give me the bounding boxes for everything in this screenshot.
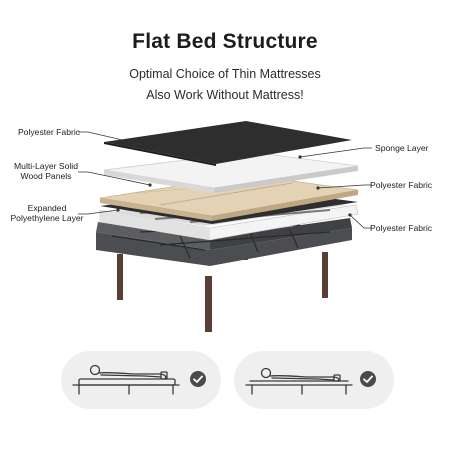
label-polyester-fabric-bottom: Polyester Fabric: [370, 223, 432, 233]
subtitle-line-2: Also Work Without Mattress!: [146, 88, 304, 102]
check-icon: [190, 371, 206, 387]
label-line-1: Expanded: [27, 203, 67, 213]
label-text: Polyester Fabric: [370, 180, 433, 190]
label-text: Sponge Layer: [375, 143, 429, 153]
usage-option-without-mattress: [234, 351, 394, 409]
subtitle-line-1: Optimal Choice of Thin Mattresses: [129, 67, 321, 81]
bed-without-mattress-icon: [245, 367, 353, 395]
label-line-2: Polyethylene Layer: [10, 213, 84, 223]
label-sponge-layer: Sponge Layer: [375, 143, 429, 153]
polyester-fabric-top: [104, 121, 352, 166]
label-line-1: Multi-Layer Solid: [14, 161, 78, 171]
label-text: Polyester Fabric: [370, 223, 433, 233]
label-polyester-fabric-mid: Polyester Fabric: [370, 180, 432, 190]
page-title: Flat Bed Structure: [132, 30, 318, 53]
callout-lines: [78, 131, 372, 229]
usage-option-with-mattress: [61, 351, 221, 409]
label-line-2: Wood Panels: [20, 171, 72, 181]
label-polyester-fabric-top: Polyester Fabric: [14, 127, 84, 137]
bed-with-mattress-icon: [72, 364, 180, 395]
check-icon: [360, 371, 376, 387]
multi-layer-wood-panels: [99, 174, 359, 221]
sponge-layer: [103, 151, 359, 193]
label-wood-panels: Multi-Layer Solid Wood Panels: [8, 161, 84, 181]
label-expanded-polyethylene: Expanded Polyethylene Layer: [4, 203, 90, 223]
label-text: Polyester Fabric: [17, 127, 81, 137]
